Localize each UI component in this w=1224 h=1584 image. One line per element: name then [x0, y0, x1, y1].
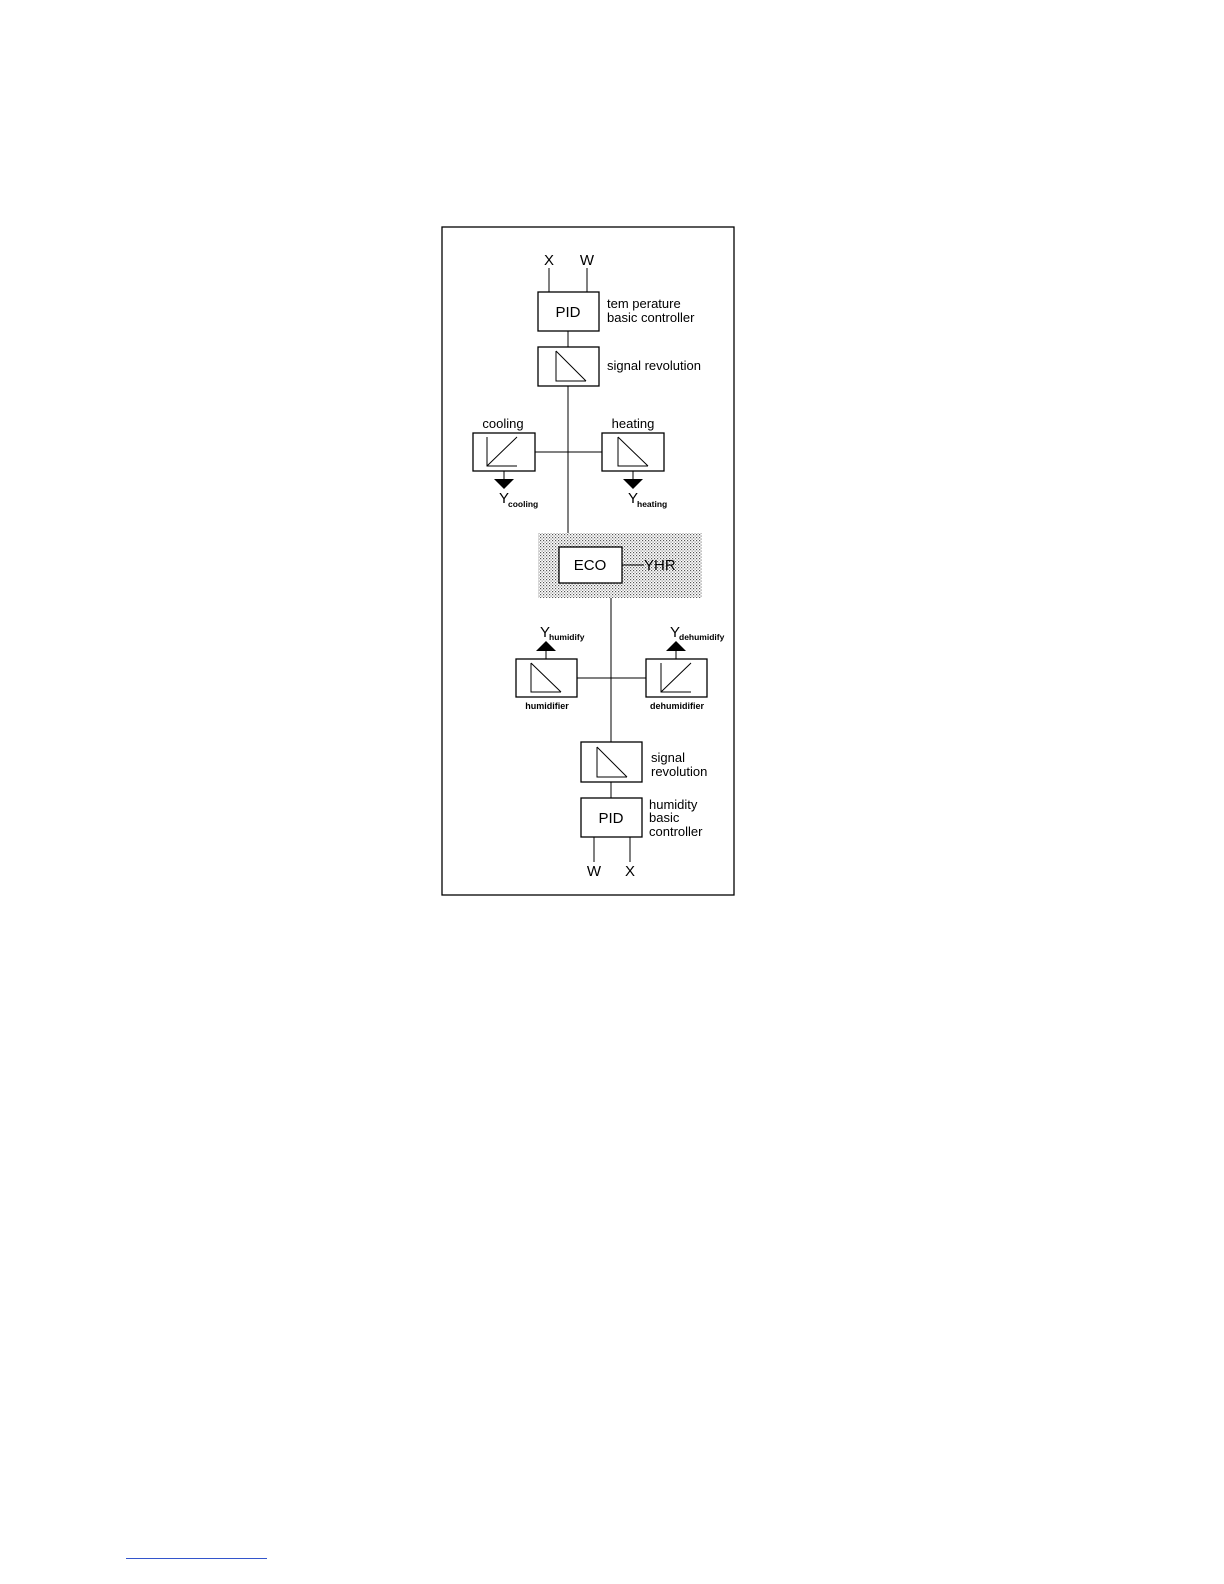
temperature-signal-revolution-block — [538, 347, 599, 386]
input-w-top: W — [580, 252, 595, 269]
dehumidifier-output-sub: dehumidify — [679, 632, 725, 642]
humidity-signal-revolution-caption-2: revolution — [651, 764, 707, 779]
input-x-bottom: X — [625, 863, 635, 880]
humidifier-caption: humidifier — [525, 701, 569, 711]
humidity-signal-revolution-block — [581, 742, 642, 782]
dehumidifier-caption: dehumidifier — [650, 701, 705, 711]
temperature-pid-caption-1: tem perature — [607, 296, 681, 311]
heating-title: heating — [612, 416, 655, 431]
humidity-pid-block: PID — [581, 798, 642, 837]
heating-output-arrow-icon — [623, 479, 643, 489]
humidity-pid-caption-2: basic — [649, 810, 680, 825]
input-x-top: X — [544, 252, 554, 269]
temperature-signal-revolution-caption: signal revolution — [607, 358, 701, 373]
humidifier-output-sub: humidify — [549, 632, 585, 642]
temperature-pid-caption-2: basic controller — [607, 310, 695, 325]
svg-text:ECO: ECO — [574, 557, 607, 574]
humidity-signal-revolution-caption-1: signal — [651, 750, 685, 765]
cooling-output-sub: cooling — [508, 499, 538, 509]
humidity-pid-caption-3: controller — [649, 824, 703, 839]
heating-block — [602, 433, 664, 471]
humidifier-block — [516, 659, 577, 697]
dehumidifier-block — [646, 659, 707, 697]
humidifier-output-arrow-icon — [536, 641, 556, 651]
input-w-bottom: W — [587, 863, 602, 880]
footnote-rule — [126, 1558, 267, 1559]
heating-output-sub: heating — [637, 499, 667, 509]
svg-text:PID: PID — [598, 810, 623, 827]
svg-text:PID: PID — [555, 304, 580, 321]
eco-block: ECO — [559, 547, 622, 583]
dehumidifier-output-arrow-icon — [666, 641, 686, 651]
temperature-pid-block: PID — [538, 292, 599, 331]
cooling-output-arrow-icon — [494, 479, 514, 489]
eco-output-label: YHR — [644, 557, 676, 574]
cooling-title: cooling — [482, 416, 523, 431]
cooling-block — [473, 433, 535, 471]
